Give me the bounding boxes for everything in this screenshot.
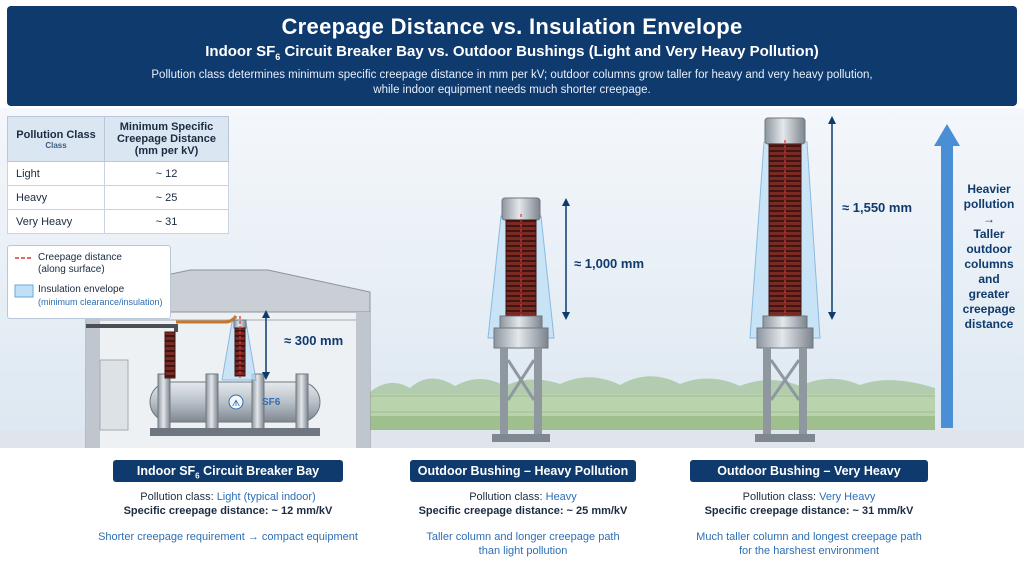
- very-heavy-dimension-label: ≈ 1,550 mm: [842, 200, 913, 215]
- very-heavy-panel-info: Pollution class: Very Heavy Specific cre…: [696, 491, 922, 557]
- indoor-building: ᗑ SF6: [85, 269, 371, 448]
- page-description: Pollution class determines minimum speci…: [151, 69, 873, 96]
- indoor-dimension-label: ≈ 300 mm: [284, 333, 344, 348]
- scene-illustration: ᗑ SF6: [0, 108, 1024, 448]
- very-heavy-pollution-bushing: [749, 116, 836, 442]
- pollution-trend-arrow: [934, 124, 960, 428]
- table-header-class: Pollution Class Class: [7, 116, 105, 162]
- creepage-swatch-icon: [15, 257, 33, 259]
- indoor-panel-title: Indoor SF6 Circuit Breaker Bay: [113, 460, 343, 482]
- tank-mark-right-text: SF6: [262, 397, 281, 408]
- tank-mark-left-text: ᗑ: [232, 399, 241, 409]
- heavy-panel-info: Pollution class: Heavy Specific creepage…: [418, 491, 628, 557]
- table-header-creepage: Minimum Specific Creepage Distance (mm p…: [104, 116, 229, 162]
- heavy-dimension-label: ≈ 1,000 mm: [574, 256, 645, 271]
- header-banner: Creepage Distance vs. Insulation Envelop…: [7, 6, 1017, 106]
- table-row: Very Heavy ~ 31: [7, 209, 229, 234]
- pollution-class-table: Pollution Class Class Minimum Specific C…: [7, 116, 229, 234]
- very-heavy-panel-title: Outdoor Bushing – Very Heavy Pollution: [690, 460, 928, 500]
- page-subtitle: Indoor SF6 Circuit Breaker Bay vs. Outdo…: [205, 43, 819, 62]
- heavy-pollution-bushing: [487, 197, 570, 442]
- legend-box: Creepage distance (along surface) Insula…: [7, 245, 171, 319]
- envelope-swatch-icon: [14, 284, 34, 298]
- tank-mark-left: [228, 394, 244, 410]
- indoor-panel-info: Pollution class: Light (typical indoor) …: [98, 491, 358, 543]
- heavy-panel-title: Outdoor Bushing – Heavy Pollution: [410, 460, 636, 482]
- table-row: Light ~ 12: [7, 161, 229, 186]
- page-title: Creepage Distance vs. Insulation Envelop…: [281, 14, 743, 39]
- pollution-trend-text: Heavier pollution → Taller outdoor colum…: [962, 182, 1016, 331]
- table-row: Heavy ~ 25: [7, 185, 229, 210]
